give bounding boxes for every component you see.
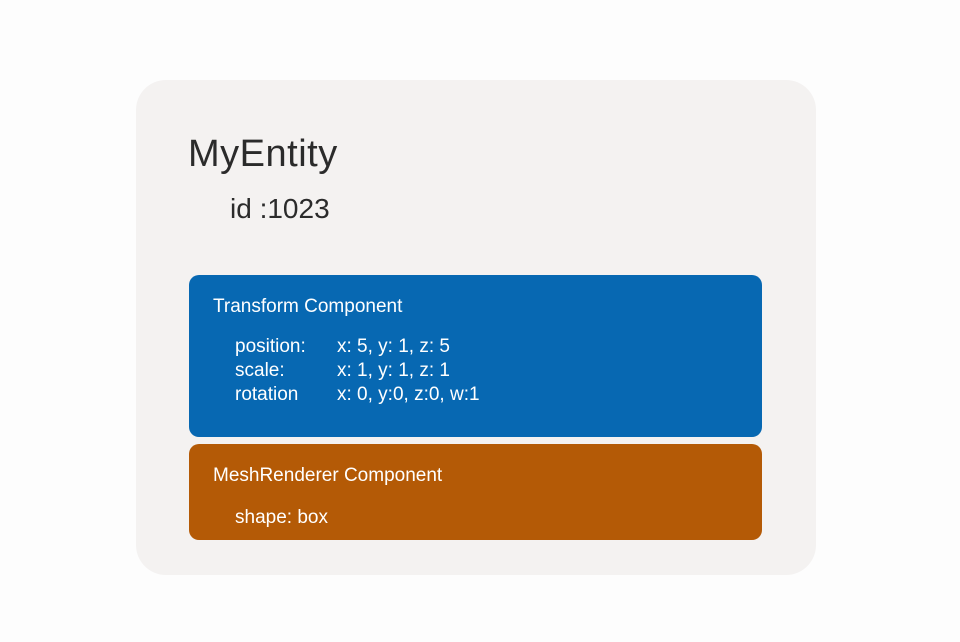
transform-component-box: Transform Component position: x: 5, y: 1… [189,275,762,437]
property-row-scale: scale: x: 1, y: 1, z: 1 [235,359,750,383]
property-row-rotation: rotation x: 0, y:0, z:0, w:1 [235,383,750,407]
property-label: scale: [235,360,285,381]
entity-name: MyEntity [188,133,338,175]
property-label: position: [235,336,306,357]
property-value: x: 0, y:0, z:0, w:1 [337,384,480,405]
meshrenderer-component-box: MeshRenderer Component shape: box [189,444,762,540]
entity-card: MyEntity id :1023 Transform Component po… [136,80,816,575]
property-label: rotation [235,384,299,405]
property-value: x: 5, y: 1, z: 5 [337,336,450,357]
transform-component-title: Transform Component [213,296,403,317]
transform-property-list: position: x: 5, y: 1, z: 5 scale: x: 1, … [235,335,750,407]
entity-id: id :1023 [230,193,330,224]
property-value: x: 1, y: 1, z: 1 [337,360,450,381]
property-row-shape: shape: box [235,507,328,528]
meshrenderer-component-title: MeshRenderer Component [213,465,443,486]
property-row-position: position: x: 5, y: 1, z: 5 [235,335,750,359]
